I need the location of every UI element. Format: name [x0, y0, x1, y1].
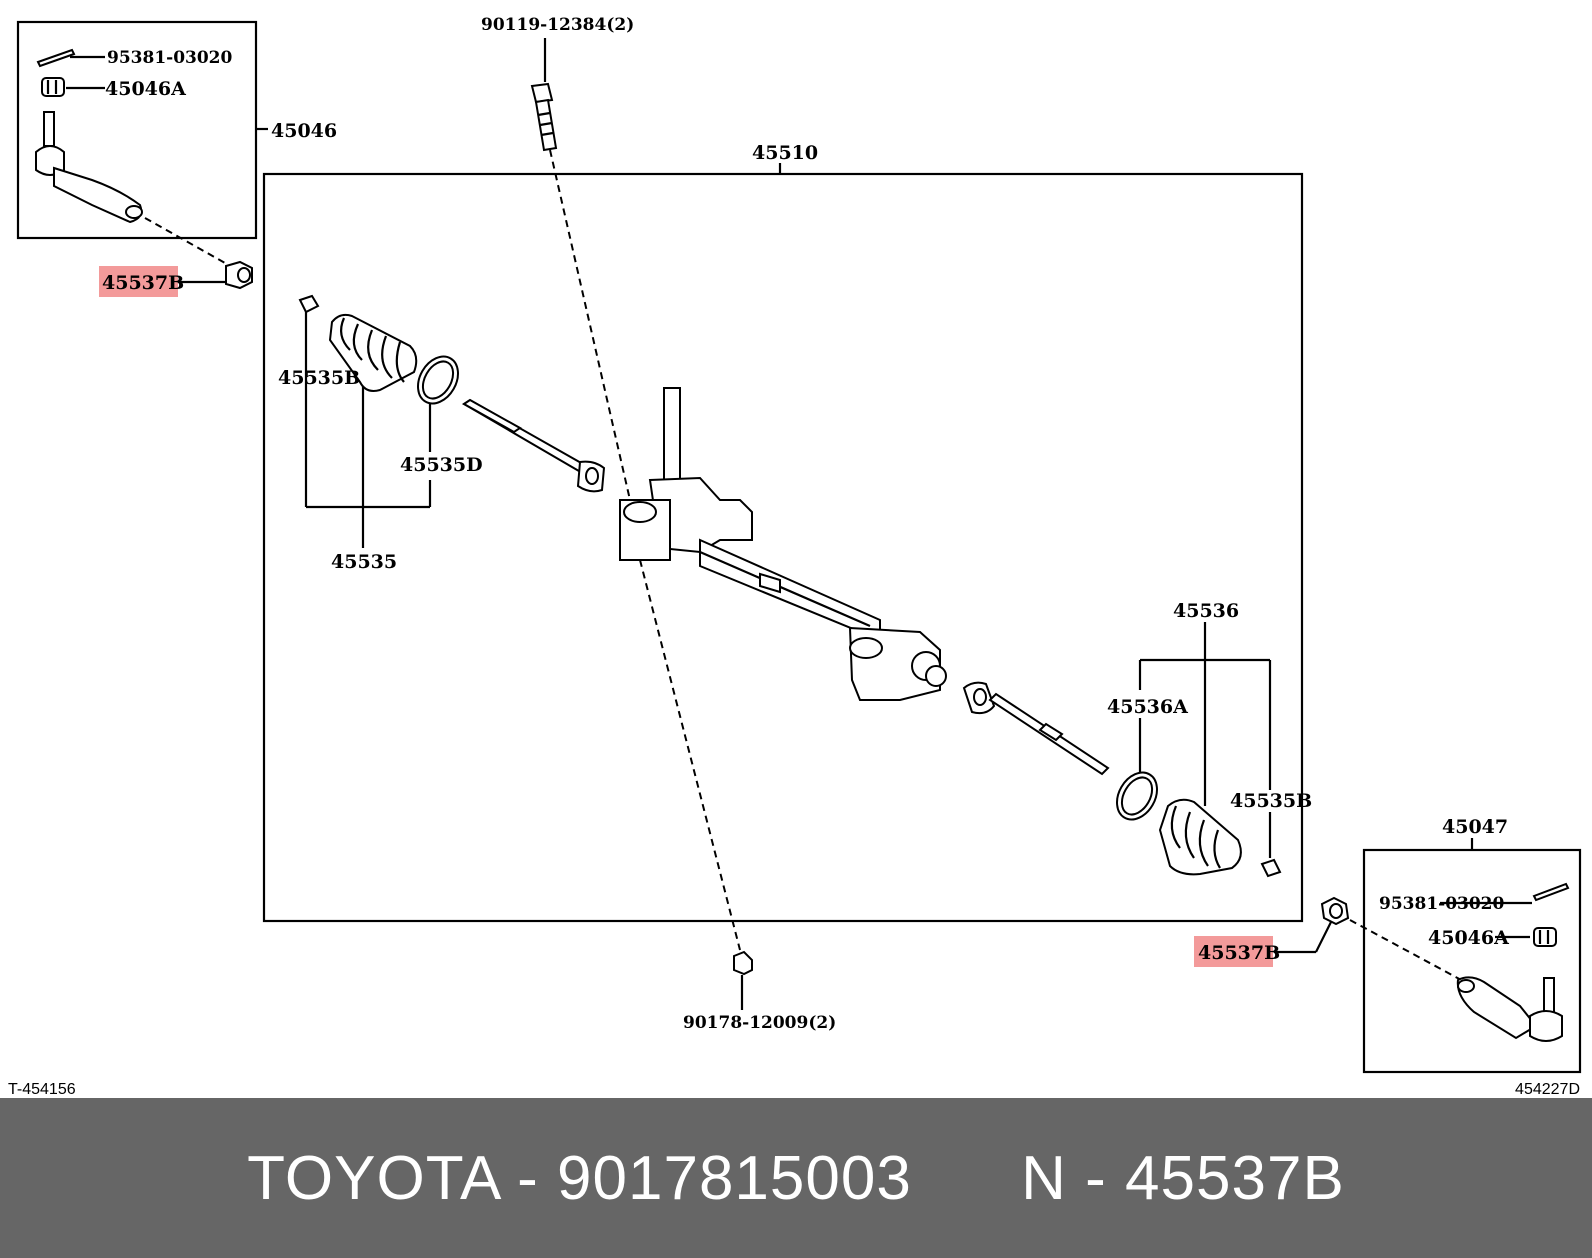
label-45535b-left: 45535B — [278, 367, 360, 389]
ref-code-left: T-454156 — [8, 1081, 76, 1098]
label-45535b-right: 45535B — [1230, 790, 1312, 812]
boot-kit-left — [298, 294, 459, 405]
label-45537b-left: 45537B — [102, 272, 184, 294]
label-45537b-right: 45537B — [1198, 942, 1280, 964]
steering-rack-housing — [619, 387, 947, 701]
footer-bar: TOYOTA - 9017815003 N - 45537B — [0, 1098, 1592, 1258]
label-90119-12384: 90119-12384(2) — [481, 15, 634, 35]
nut-90178 — [733, 950, 753, 976]
label-45510: 45510 — [752, 142, 818, 164]
label-45535: 45535 — [331, 551, 397, 573]
label-95381-03020-top: 95381-03020 — [107, 48, 233, 68]
part-number-caption: TOYOTA - 9017815003 N - 45537B — [247, 1143, 1345, 1213]
boot-kit-right — [1116, 771, 1282, 878]
tie-rod-end-left — [35, 48, 143, 224]
label-95381-03020-bottom: 95381-03020 — [1379, 894, 1505, 914]
label-45046a-top: 45046A — [105, 78, 186, 100]
label-45047: 45047 — [1442, 816, 1508, 838]
label-45046: 45046 — [271, 120, 337, 142]
inner-tie-rod-left — [462, 398, 606, 493]
inner-tie-rod-right — [962, 681, 1110, 776]
label-45046a-bottom: 45046A — [1428, 927, 1509, 949]
bolt-90119 — [530, 82, 558, 152]
assembly-dashed-lines — [144, 149, 1466, 983]
leader-lines — [66, 38, 1532, 1010]
label-45536: 45536 — [1173, 600, 1239, 622]
steering-rack-frame — [262, 172, 1304, 923]
parts-diagram: 95381-03020 45046A 45046 90119-12384(2) … — [8, 15, 1582, 1098]
tie-rod-end-right — [1456, 882, 1570, 1042]
ref-code-right: 454227D — [1515, 1081, 1580, 1098]
label-90178-12009: 90178-12009(2) — [683, 1013, 836, 1033]
nut-45537b-left — [225, 260, 253, 290]
label-45536a: 45536A — [1107, 696, 1188, 718]
label-45535d: 45535D — [400, 454, 483, 476]
highlight-45537b-left — [99, 266, 178, 297]
highlight-45537b-right — [1194, 936, 1273, 967]
nut-45537b-right — [1320, 896, 1350, 926]
